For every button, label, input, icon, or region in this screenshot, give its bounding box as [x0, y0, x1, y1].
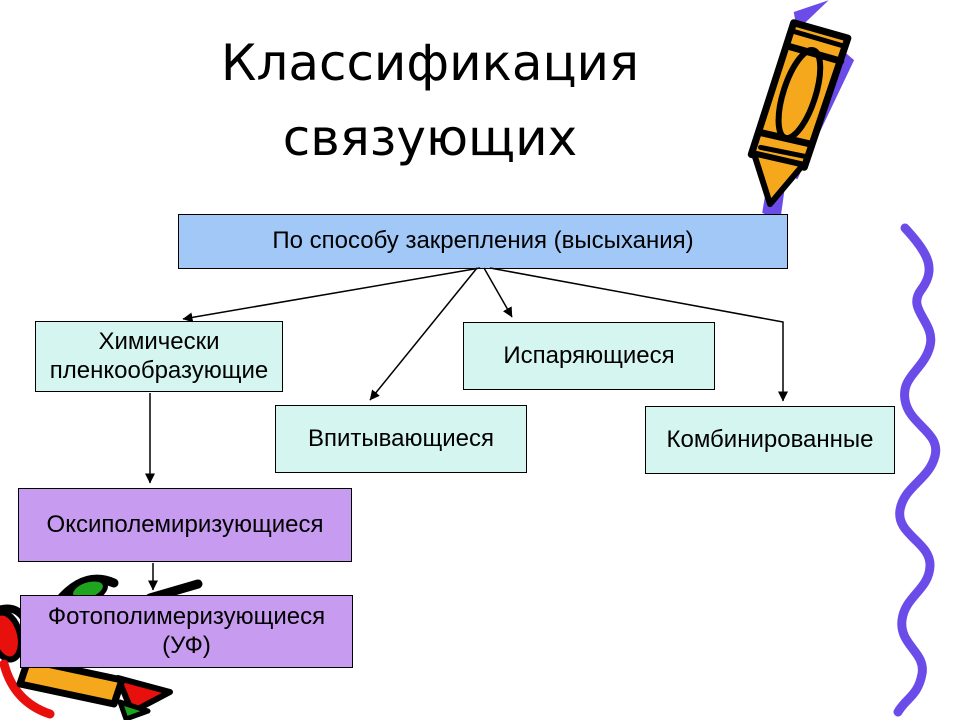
- node-root: По способу закрепления (высыхания): [178, 214, 788, 269]
- node-photopolymerizing-uv: Фотополимеризующиеся (УФ): [20, 595, 353, 668]
- node-evaporating: Испаряющиеся: [463, 322, 715, 390]
- crayon-pencil-icon: [747, 0, 855, 223]
- node-root-label: По способу закрепления (высыхания): [272, 227, 694, 255]
- node-oxypolymerizing: Оксиполемиризующиеся: [18, 488, 352, 562]
- node-absorbing: Впитывающиеся: [275, 405, 527, 473]
- connector-root-evap: [483, 267, 513, 318]
- page-title-text: Классификация связующих: [220, 34, 640, 167]
- node-oxy-label: Оксиполемиризующиеся: [46, 510, 324, 538]
- node-evap-label: Испаряющиеся: [503, 341, 675, 369]
- node-absorb-label: Впитывающиеся: [308, 424, 494, 452]
- squiggle-line: [893, 223, 941, 717]
- node-chem-label: Химически пленкообразующие: [49, 328, 269, 384]
- page-title: Классификация связующих: [120, 26, 740, 176]
- node-photo-label: Фотополимеризующиеся (УФ): [47, 603, 326, 659]
- connector-root-chem: [182, 267, 481, 323]
- node-comb-label: Комбинированные: [666, 425, 874, 453]
- node-chemically-film-forming: Химически пленкообразующие: [35, 321, 283, 392]
- connector-root-absorb: [369, 267, 478, 401]
- node-combined: Комбинированные: [645, 406, 895, 474]
